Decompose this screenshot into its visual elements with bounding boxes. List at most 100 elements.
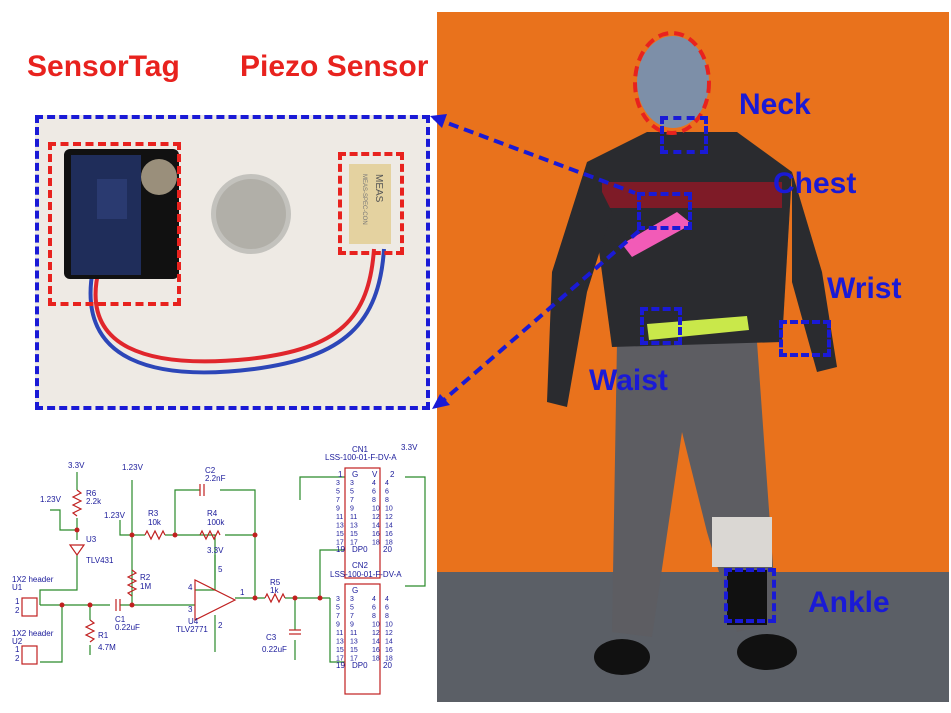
c2-value: 2.2nF <box>205 474 226 483</box>
cn1-pin-inner-right-6: 6 <box>372 489 376 496</box>
cn2-pin-outer-left-11: 11 <box>336 630 343 637</box>
cn1-pin-outer-left-15: 15 <box>336 531 344 538</box>
cn2-pin-outer-right-14: 14 <box>385 639 393 646</box>
u3-label: U3 <box>86 535 97 544</box>
cn1-pin-2: 2 <box>390 470 395 479</box>
u4-pin-5: 5 <box>218 565 223 574</box>
cn2-pin-inner-right-8: 8 <box>372 613 376 620</box>
head <box>637 36 709 128</box>
waist-band <box>647 316 749 340</box>
cn2-pin-outer-right-8: 8 <box>385 613 389 620</box>
knee-wrap <box>712 517 772 567</box>
cn2-pin-outer-left-9: 9 <box>336 622 340 629</box>
cn1-pin-outer-right-8: 8 <box>385 497 389 504</box>
c3-label: C3 <box>266 633 277 642</box>
u1-label: U1 <box>12 583 23 592</box>
left-shoe <box>594 639 650 675</box>
connector-pin-numbers: 3579111315173579111315174681012141618468… <box>336 480 393 663</box>
u3-part: TLV431 <box>86 556 114 565</box>
cn2-pin-inner-left-3: 3 <box>350 596 354 603</box>
chest-label: Chest <box>773 167 857 200</box>
blue-wire <box>88 248 386 375</box>
r2-value: 1M <box>140 582 151 591</box>
cn1-pin-inner-right-8: 8 <box>372 497 376 504</box>
cn1-pin-outer-left-5: 5 <box>336 489 340 496</box>
u4-pin-3: 3 <box>188 605 193 614</box>
cn2-pin-19: 19 <box>336 661 345 670</box>
u4-pin-4: 4 <box>188 583 193 592</box>
cn1-body <box>344 467 381 579</box>
header1-label: 1X2 header <box>12 575 54 584</box>
op-amp-symbol <box>194 579 237 621</box>
u3-diode-symbol <box>68 544 86 557</box>
neck-label: Neck <box>739 88 811 121</box>
cn1-pin-inner-right-18: 18 <box>372 540 380 547</box>
circuit-schematic: 3.3V 1.23V 1.23V 1.23V 3.3V 3.3V R6 2.2k… <box>12 443 426 695</box>
cn2-pin-outer-left-5: 5 <box>336 605 340 612</box>
cn2-pin-inner-left-7: 7 <box>350 613 354 620</box>
r3-label: R3 <box>148 509 159 518</box>
cn1-pin-inner-left-11: 11 <box>350 514 357 521</box>
u1-pin-2: 2 <box>15 606 20 615</box>
cn2-pin-outer-right-18: 18 <box>385 656 393 663</box>
cn1-pin-outer-left-3: 3 <box>336 480 340 487</box>
v123-label-b: 1.23V <box>40 495 62 504</box>
connectors <box>21 467 381 695</box>
u2-pin-1: 1 <box>15 645 20 654</box>
r1-value: 4.7M <box>98 643 116 652</box>
cn1-pin-outer-right-10: 10 <box>385 506 393 513</box>
u1-header-body <box>21 597 38 617</box>
cn1-pin-outer-right-4: 4 <box>385 480 389 487</box>
header2-label: 1X2 header <box>12 629 54 638</box>
cn1-pin-v: V <box>372 470 378 479</box>
cn2-part: LSS-100-01-F-DV-A <box>330 570 402 579</box>
c2-label: C2 <box>205 466 216 475</box>
ankle-sensor-box <box>724 568 776 623</box>
cn1-pin-outer-left-7: 7 <box>336 497 340 504</box>
c3-value: 0.22uF <box>262 645 287 654</box>
r4-symbol <box>199 529 221 541</box>
cn1-pin-20: 20 <box>383 545 392 554</box>
wrist-sensor-box <box>779 320 831 357</box>
waist-label: Waist <box>589 364 668 397</box>
cn2-pin-outer-left-3: 3 <box>336 596 340 603</box>
coin-face <box>216 179 286 249</box>
cn2-pin-outer-left-15: 15 <box>336 647 344 654</box>
cn2-pin-outer-right-12: 12 <box>385 630 393 637</box>
r5-value: 1k <box>270 586 279 595</box>
cn1-pin-inner-right-12: 12 <box>372 514 380 521</box>
u4-pin-2: 2 <box>218 621 223 630</box>
piezo-sensor-title: Piezo Sensor <box>240 50 429 83</box>
schematic-labels: 3.3V 1.23V 1.23V 1.23V 3.3V 3.3V R6 2.2k… <box>12 443 418 670</box>
cn2-pin-inner-right-6: 6 <box>372 605 376 612</box>
cn1-pin-inner-right-14: 14 <box>372 523 380 530</box>
cn1-pin-inner-left-7: 7 <box>350 497 354 504</box>
cn1-pin-outer-right-14: 14 <box>385 523 393 530</box>
cn1-part: LSS-100-01-F-DV-A <box>325 453 397 462</box>
cn2-pin-outer-right-4: 4 <box>385 596 389 603</box>
v33-label-b: 3.3V <box>207 546 224 555</box>
cn2-pin-outer-right-6: 6 <box>385 605 389 612</box>
ankle-brace <box>727 570 767 625</box>
cn1-pin-inner-left-9: 9 <box>350 506 354 513</box>
neck-sensor-box <box>660 116 708 154</box>
cn1-pin-outer-right-16: 16 <box>385 531 393 538</box>
sensortag-title: SensorTag <box>27 50 180 83</box>
u4-part: TLV2771 <box>176 625 208 634</box>
cn1-label: CN1 <box>352 445 369 454</box>
cn2-pin-outer-left-17: 17 <box>336 656 344 663</box>
r5-label: R5 <box>270 578 281 587</box>
cn1-pin-outer-left-11: 11 <box>336 514 343 521</box>
cn1-pin-1: 1 <box>338 470 343 479</box>
cn2-pin-inner-left-11: 11 <box>350 630 357 637</box>
cn1-pin-outer-left-13: 13 <box>336 523 344 530</box>
cn1-pin-inner-left-13: 13 <box>350 523 358 530</box>
cn1-pin-inner-right-4: 4 <box>372 480 376 487</box>
cn2-pin-inner-left-15: 15 <box>350 647 358 654</box>
c1-label: C1 <box>115 615 126 624</box>
cn2-pin-inner-left-17: 17 <box>350 656 358 663</box>
cn1-pin-inner-right-16: 16 <box>372 531 380 538</box>
cn2-pin-inner-left-13: 13 <box>350 639 358 646</box>
cn1-pin-outer-left-17: 17 <box>336 540 344 547</box>
v33-label-c: 3.3V <box>401 443 418 452</box>
